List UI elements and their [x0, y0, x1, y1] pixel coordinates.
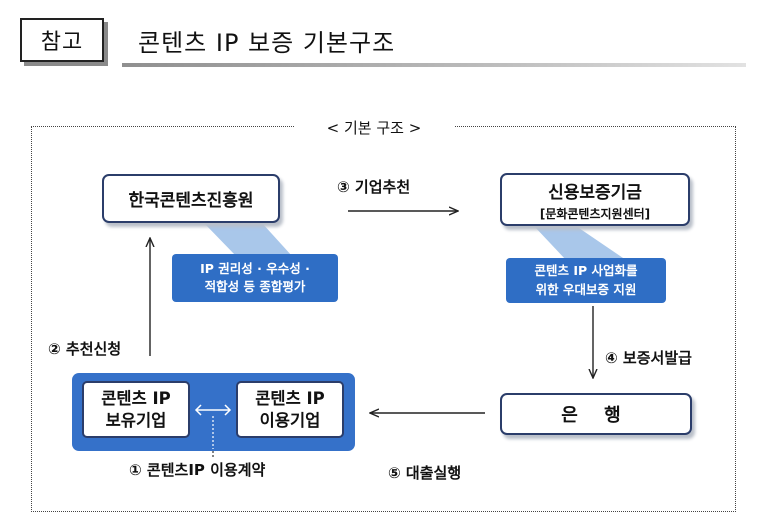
kodit-callout-line2: 위한 우대보증 지원: [535, 281, 637, 297]
node-ip-user-line2: 이용기업: [259, 410, 321, 430]
node-bank: 은 행: [500, 393, 692, 435]
page-title: 콘텐츠 IP 보증 기본구조: [138, 28, 396, 57]
kocca-evaluation-callout: IP 권리성 · 우수성 · 적합성 등 종합평가: [172, 254, 338, 302]
kodit-callout-pointer: [534, 226, 626, 260]
node-bank-label: 은 행: [561, 405, 631, 426]
kocca-callout-pointer: [204, 223, 292, 256]
kodit-callout-line1: 콘텐츠 IP 사업화를: [534, 263, 638, 279]
node-ip-owner-line2: 보유기업: [105, 410, 167, 430]
node-kodit-sublabel: [문화콘텐츠지원센터]: [539, 206, 651, 221]
kodit-support-callout: 콘텐츠 IP 사업화를 위한 우대보증 지원: [506, 258, 666, 303]
reference-tag-label: 참고: [40, 30, 84, 55]
node-ip-user-line1: 콘텐츠 IP: [255, 389, 325, 409]
ip-contract-arrowhead-right: [224, 404, 232, 416]
reference-tag: 참고: [20, 18, 104, 62]
ip-contract-arrowhead-left: [194, 404, 202, 416]
kocca-callout-line1: IP 권리성 · 우수성 ·: [200, 260, 310, 276]
diagram-caption: < 기본 구조 >: [294, 116, 454, 138]
step-5-label: ⑤ 대출실행: [388, 464, 462, 482]
step-4-label: ④ 보증서발급: [605, 349, 692, 367]
title-underline: [122, 63, 746, 67]
node-kocca-label: 한국콘텐츠진흥원: [128, 191, 254, 211]
node-ip-owner-line1: 콘텐츠 IP: [101, 389, 171, 409]
node-kodit: 신용보증기금 [문화콘텐츠지원센터]: [500, 173, 690, 226]
kocca-callout-line2: 적합성 등 종합평가: [204, 279, 306, 294]
node-ip-user: 콘텐츠 IP 이용기업: [236, 381, 344, 438]
step-3-label: ③ 기업추천: [337, 178, 411, 196]
step-1-label: ① 콘텐츠IP 이용계약: [129, 461, 266, 479]
step-2-label: ② 추천신청: [48, 340, 122, 358]
node-kodit-label: 신용보증기금: [548, 182, 642, 203]
node-ip-owner: 콘텐츠 IP 보유기업: [82, 381, 190, 438]
node-kocca: 한국콘텐츠진흥원: [102, 174, 280, 223]
